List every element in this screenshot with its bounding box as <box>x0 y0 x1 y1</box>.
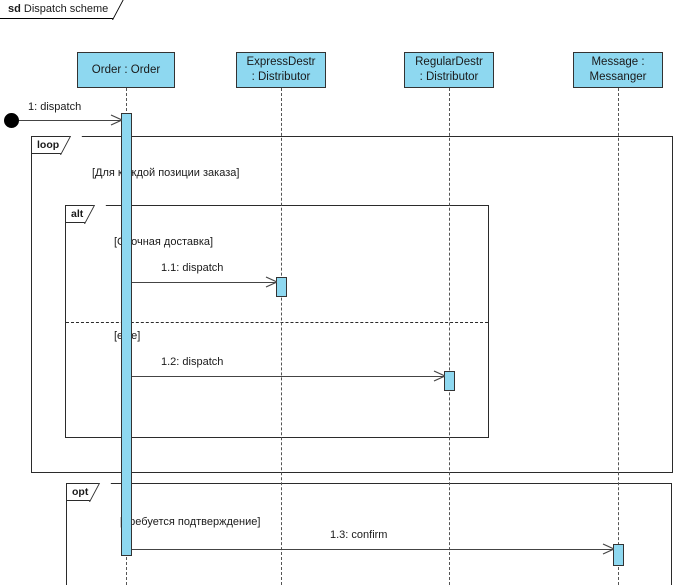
message-line-1[interactable] <box>19 120 122 121</box>
lifeline-label-express-line1: ExpressDestr <box>246 56 316 68</box>
message-label-1-1: 1.1: dispatch <box>161 262 224 274</box>
message-label-1-3: 1.3: confirm <box>330 529 388 541</box>
activation-regular[interactable] <box>444 371 455 391</box>
message-line-1-1[interactable] <box>132 282 277 283</box>
fragment-loop-tab-clip <box>60 136 83 155</box>
fragment-loop-operator-tab: loop <box>32 136 83 155</box>
fragment-opt: opt <box>66 483 672 585</box>
message-label-1-2: 1.2: dispatch <box>161 356 224 368</box>
fragment-opt-guard: [Требуется подтверждение] <box>120 516 261 528</box>
lifeline-stem-messenger <box>618 88 619 585</box>
frame-tab-clip <box>112 0 137 20</box>
fragment-opt-tab-clip <box>89 483 112 502</box>
fragment-alt-operator-tab: alt <box>66 205 107 224</box>
fragment-loop-guard: [Для каждой позиции заказа] <box>92 167 240 179</box>
lifeline-stem-express <box>281 88 282 585</box>
lifeline-label-regular-line1: RegularDestr <box>415 56 483 68</box>
frame-title: Dispatch scheme <box>23 3 109 15</box>
lifeline-head-express[interactable]: ExpressDestr : Distributor <box>236 52 326 88</box>
frame-keyword: sd <box>8 3 21 15</box>
lifeline-label-regular-line2: : Distributor <box>419 71 479 83</box>
fragment-alt-tab-clip <box>84 205 107 224</box>
fragment-alt-guard: [Срочная доставка] <box>114 236 214 248</box>
lifeline-head-messenger[interactable]: Message : Messanger <box>573 52 663 88</box>
message-line-1-3[interactable] <box>132 549 614 550</box>
lifeline-label-order-line1: Order : Order <box>91 63 161 76</box>
fragment-opt-operator-tab: opt <box>67 483 112 502</box>
lifeline-label-messenger-line2: Messanger <box>589 71 647 83</box>
lifeline-head-order[interactable]: Order : Order <box>77 52 175 88</box>
fragment-opt-operator-label: opt <box>72 486 89 498</box>
found-message-start-dot <box>4 113 19 128</box>
activation-messenger[interactable] <box>613 544 624 566</box>
fragment-alt-separator <box>66 322 488 323</box>
lifeline-head-regular[interactable]: RegularDestr : Distributor <box>404 52 494 88</box>
fragment-loop: loop <box>31 136 673 473</box>
message-arrowhead-1-2 <box>433 370 445 382</box>
fragment-alt-operator-label: alt <box>71 208 84 220</box>
activation-order[interactable] <box>121 113 132 556</box>
message-arrowhead-1-3 <box>602 543 614 555</box>
lifeline-label-express-line2: : Distributor <box>251 71 311 83</box>
fragment-alt: alt <box>65 205 489 438</box>
message-line-1-2[interactable] <box>132 376 445 377</box>
activation-express[interactable] <box>276 277 287 297</box>
message-arrowhead-1-1 <box>265 276 277 288</box>
diagram-frame-tab: sd Dispatch scheme <box>0 0 137 20</box>
fragment-loop-operator-label: loop <box>37 139 60 151</box>
lifeline-stem-regular <box>449 88 450 585</box>
message-label-1: 1: dispatch <box>28 101 82 113</box>
lifeline-label-messenger-line1: Message : <box>591 56 645 68</box>
message-arrowhead-1 <box>110 114 122 126</box>
